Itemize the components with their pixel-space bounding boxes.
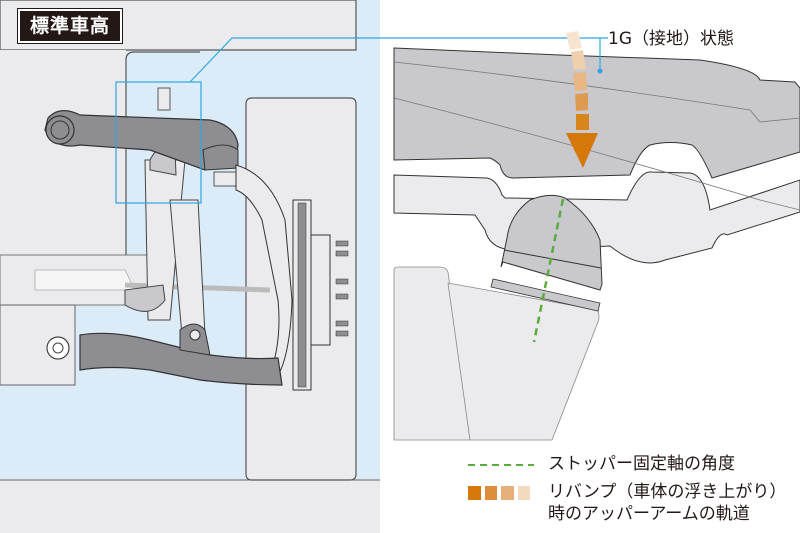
legend-item-stopper-axis: ストッパー固定軸の角度: [468, 453, 786, 475]
rebound-trajectory-arrow: [566, 31, 598, 168]
orange-gradient-swatch-icon: [468, 486, 534, 500]
legend-item-rebound: リバンプ（車体の浮き上がり） 時のアッパーアームの軌道: [468, 481, 786, 525]
callout-1g-ground-state: 1G（接地）状態: [608, 29, 734, 49]
left-panel-overview: [0, 0, 608, 533]
legend-label-stopper-axis: ストッパー固定軸の角度: [548, 454, 735, 474]
right-panel-detail: [393, 31, 800, 441]
legend-label-rebound-line2: 時のアッパーアームの軌道: [548, 504, 750, 524]
green-dash-icon: [468, 464, 534, 466]
legend-label-rebound: リバンプ（車体の浮き上がり） 時のアッパーアームの軌道: [548, 481, 786, 525]
legend: ストッパー固定軸の角度 リバンプ（車体の浮き上がり） 時のアッパーアームの軌道: [468, 453, 786, 531]
legend-label-rebound-line1: リバンプ（車体の浮き上がり）: [548, 482, 787, 502]
callout-leader-line: [189, 37, 608, 83]
stopper-axis-line: [532, 198, 565, 343]
standard-ride-height-badge: 標準車高: [16, 8, 124, 44]
detail-highlight-box: [115, 81, 202, 204]
